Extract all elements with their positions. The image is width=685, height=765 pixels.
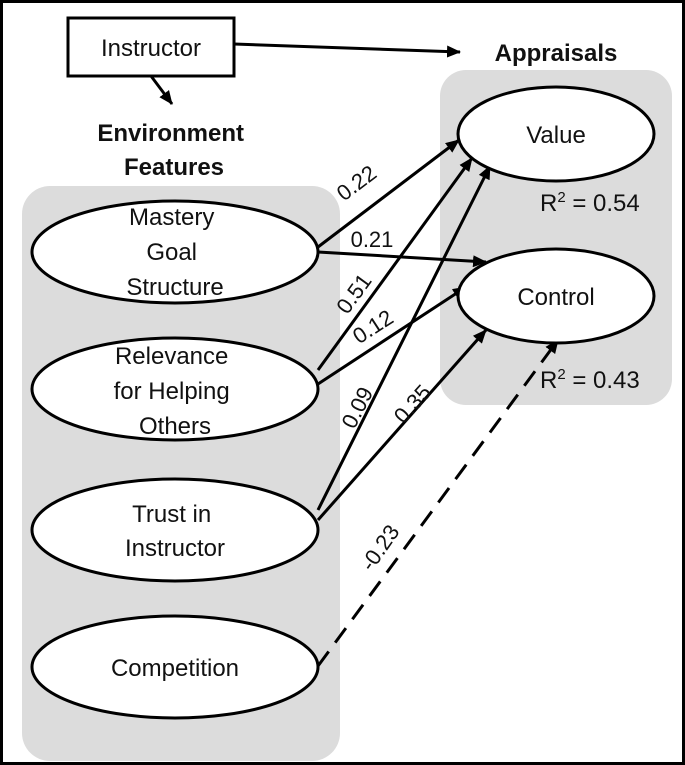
coef-trust-value: 0.09 (336, 383, 378, 433)
path-trust-value (316, 165, 492, 511)
instructor-to-environment-arrow (149, 75, 174, 105)
node-mastery-label: Mastery Goal Structure (126, 204, 223, 301)
node-relevance-label: Relevance for Helping Others (114, 343, 237, 440)
node-trust-label: Trust in Instructor (125, 501, 225, 562)
node-value-label: Value (526, 122, 586, 149)
instructor-label: Instructor (101, 35, 201, 62)
path-competition-control (316, 339, 560, 667)
coef-competition-control: -0.23 (355, 520, 404, 575)
path-relevance-value (316, 157, 474, 371)
node-value (456, 85, 656, 183)
node-control-label: Control (517, 284, 594, 311)
node-control (456, 247, 656, 345)
path-mastery-control (317, 250, 487, 268)
instructor-to-appraisals-arrow (233, 42, 461, 58)
path-edges (316, 138, 560, 667)
instructor-box (66, 16, 236, 78)
path-coefficients: 0.22 0.21 0.51 0.12 0.09 0.35 -0.23 (331, 160, 436, 575)
environment-panel (22, 186, 340, 761)
environment-heading: Environment Features (97, 120, 250, 181)
node-competition (30, 614, 320, 720)
node-relevance (30, 336, 320, 442)
appraisals-heading: Appraisals (495, 40, 618, 67)
path-relevance-control (317, 285, 467, 386)
path-trust-control (316, 329, 488, 521)
node-trust (30, 477, 320, 583)
node-mastery (30, 199, 320, 305)
coef-mastery-control: 0.21 (351, 227, 394, 252)
coef-trust-control: 0.35 (389, 380, 436, 429)
r2-value-label: R2 = 0.54 (540, 189, 640, 217)
r2-control-label: R2 = 0.43 (540, 366, 640, 394)
path-mastery-value (317, 138, 460, 249)
node-competition-label: Competition (111, 655, 239, 682)
coef-mastery-value: 0.22 (332, 160, 381, 206)
